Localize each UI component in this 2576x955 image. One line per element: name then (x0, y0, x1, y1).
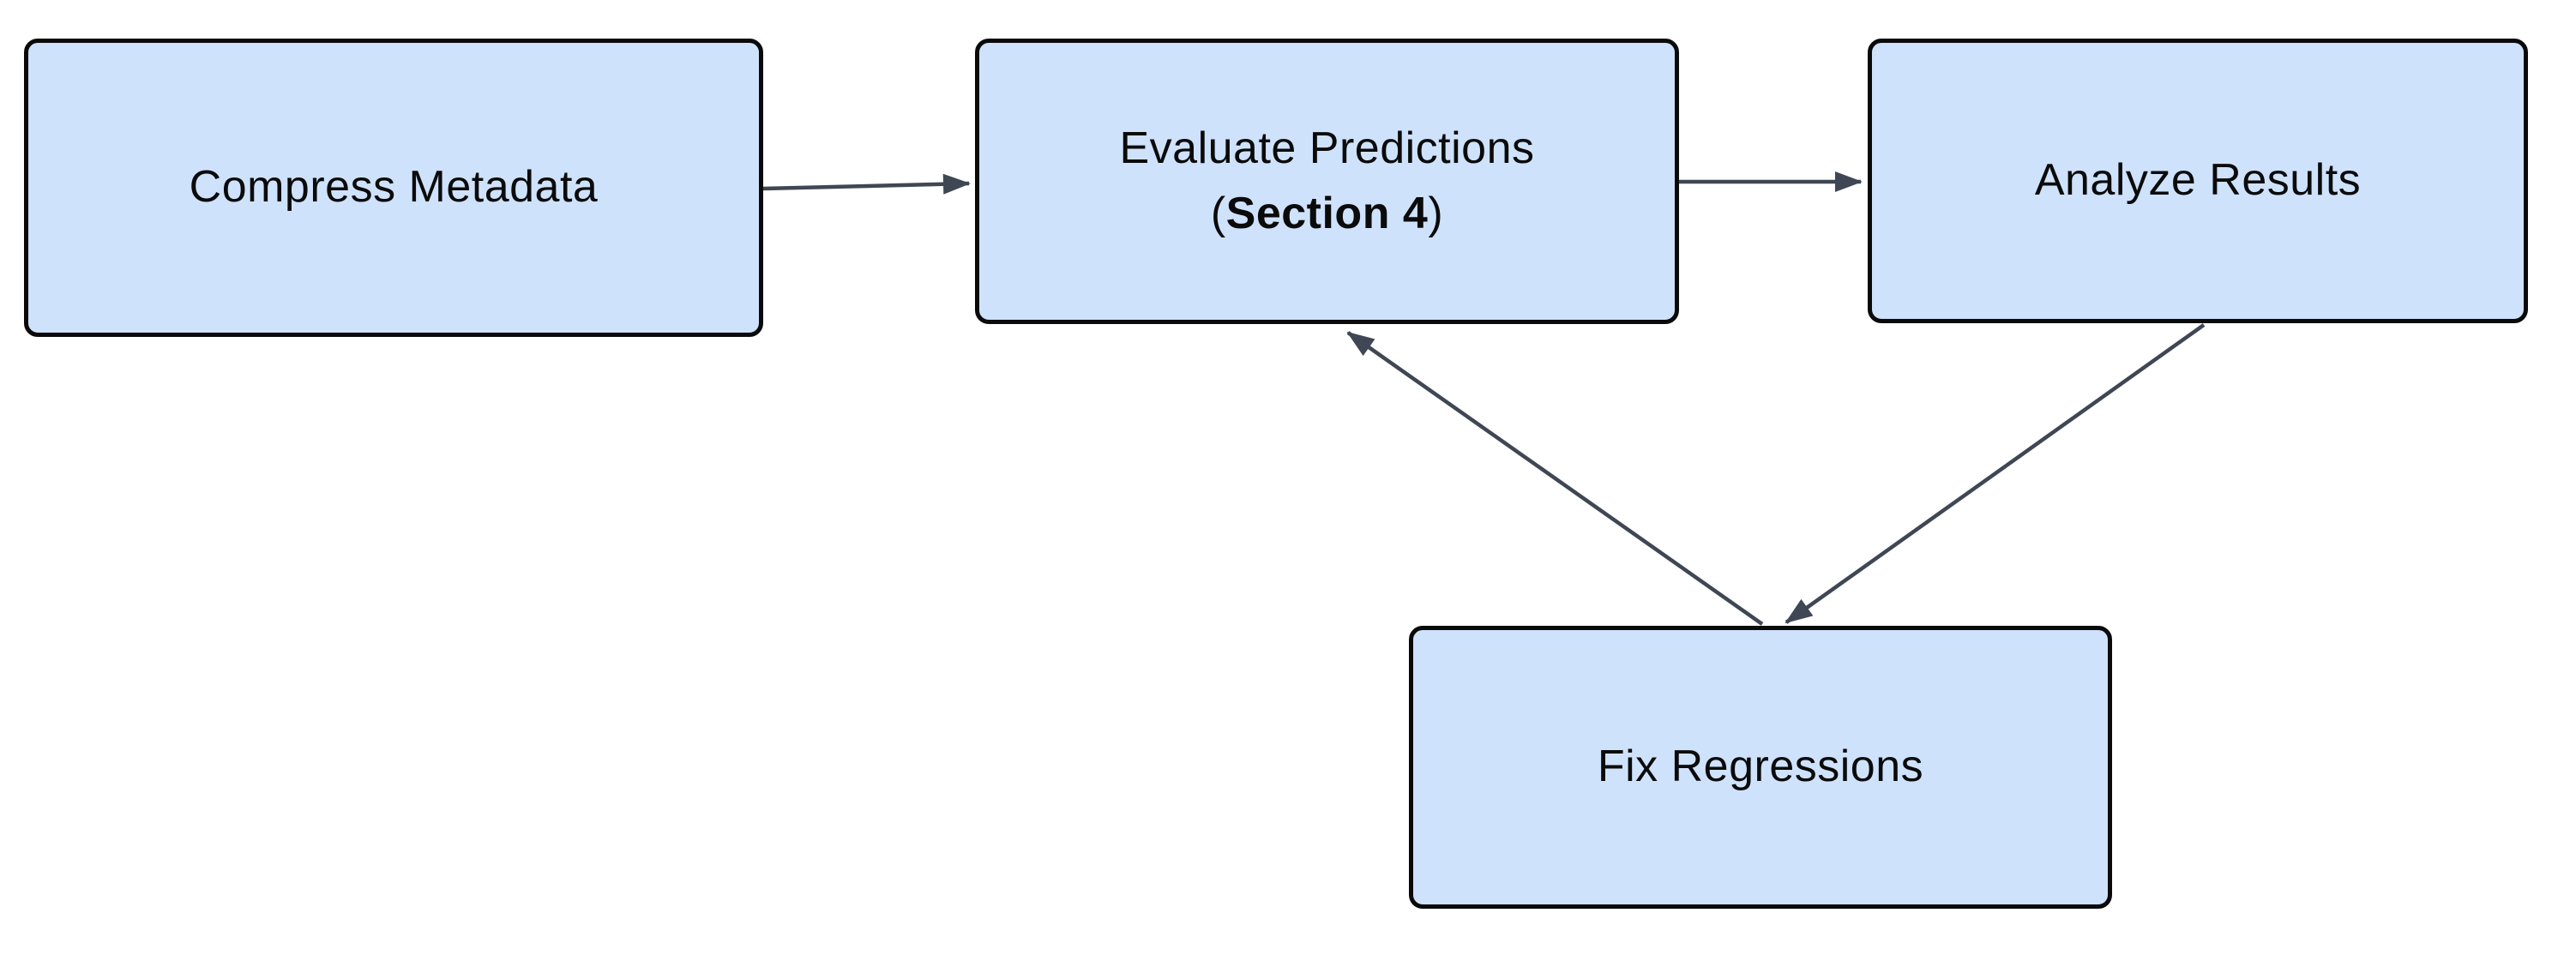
node-evaluate-predictions-label: Evaluate Predictions (Section 4) (1119, 117, 1534, 246)
node-evaluate-predictions[interactable]: Evaluate Predictions (Section 4) (975, 39, 1679, 324)
node-fix-regressions[interactable]: Fix Regressions (1409, 626, 2112, 909)
evaluate-label-section: Section 4 (1225, 188, 1429, 238)
edge-compress-to-evaluate (762, 173, 971, 195)
edge-fix-to-evaluate (1346, 331, 1764, 626)
evaluate-label-line1: Evaluate Predictions (1119, 123, 1535, 174)
node-analyze-results-label: Analyze Results (2034, 155, 2362, 206)
evaluate-label-close-paren: ) (1428, 188, 1444, 238)
edge-analyze-to-fix (1785, 323, 2206, 624)
evaluate-label-open-paren: ( (1210, 188, 1226, 238)
node-compress-metadata[interactable]: Compress Metadata (24, 39, 763, 337)
node-fix-regressions-label: Fix Regressions (1597, 742, 1924, 792)
node-analyze-results[interactable]: Analyze Results (1868, 39, 2528, 323)
node-compress-metadata-label: Compress Metadata (189, 162, 599, 213)
